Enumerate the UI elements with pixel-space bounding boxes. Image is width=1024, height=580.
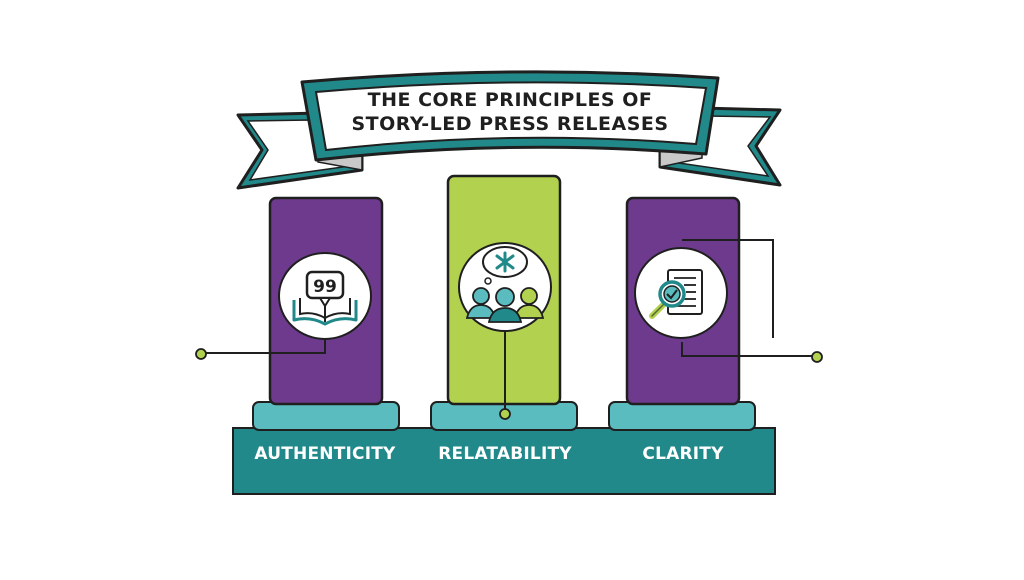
svg-text:99: 99	[313, 277, 337, 297]
magnifier-document-icon	[649, 269, 703, 319]
pillar-cap-3	[608, 401, 756, 431]
pillar-cap-1	[252, 401, 400, 431]
title-line-2: STORY-LED PRESS RELEASES	[351, 113, 669, 135]
title-banner	[236, 70, 782, 190]
connector-lines	[203, 239, 815, 412]
label-relatability: RELATABILITY	[438, 444, 572, 464]
label-authenticity: AUTHENTICITY	[254, 444, 396, 464]
quote-book-icon: 99	[292, 270, 358, 326]
people-thought-icon	[465, 246, 545, 323]
label-clarity: CLARITY	[642, 444, 724, 464]
title-line-1: THE CORE PRINCIPLES OF	[367, 89, 653, 111]
connector-dots	[195, 348, 823, 420]
